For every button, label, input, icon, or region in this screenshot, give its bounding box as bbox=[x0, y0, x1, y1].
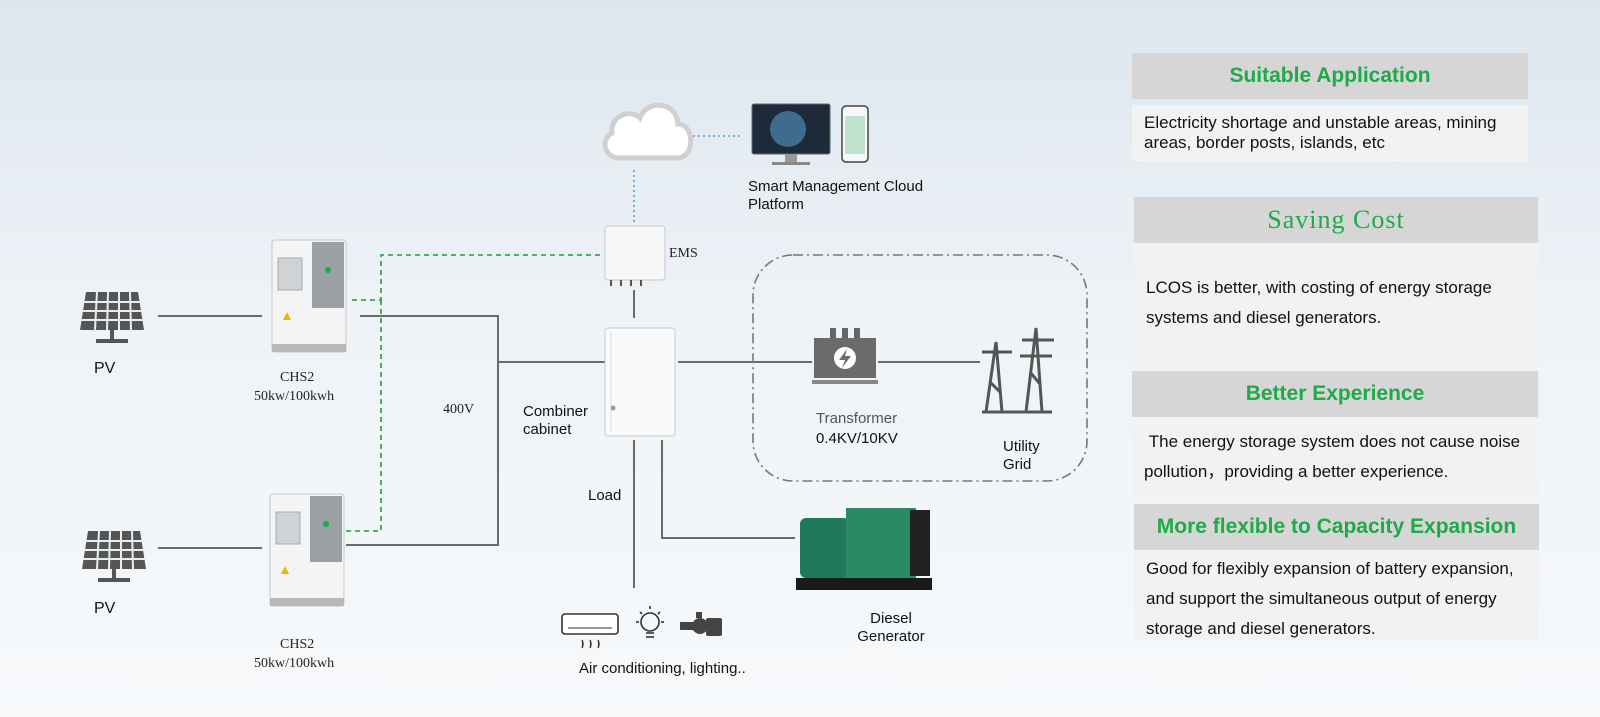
comm-line-green-2 bbox=[346, 300, 382, 532]
chs2-bottom-name: CHS2 bbox=[280, 637, 315, 652]
chs2-bottom-spec: 50kw/100kwh bbox=[254, 656, 335, 671]
combiner-cabinet-label: Combiner cabinet bbox=[523, 403, 589, 438]
cloud-icon bbox=[602, 102, 694, 161]
pv-panel-top-icon bbox=[80, 291, 144, 343]
transformer-icon bbox=[812, 328, 878, 384]
air-conditioner-icon bbox=[561, 613, 619, 649]
panel-flexible-title: More flexible to Capacity Expansion bbox=[1134, 504, 1539, 550]
power-lines bbox=[158, 290, 980, 588]
ems-device-icon bbox=[604, 225, 666, 286]
diesel-generator-label: Diesel Generator bbox=[857, 610, 925, 645]
panel-experience-title: Better Experience bbox=[1132, 371, 1538, 417]
panel-saving-body: LCOS is better, with costing of energy s… bbox=[1134, 243, 1538, 363]
panel-flexible-body: Good for flexibly expansion of battery e… bbox=[1134, 550, 1539, 640]
panel-suitable-title: Suitable Application bbox=[1132, 53, 1528, 99]
load-devices-label: Air conditioning, lighting.. bbox=[579, 660, 746, 677]
phone-icon bbox=[841, 105, 869, 163]
diesel-generator-icon bbox=[796, 508, 932, 590]
chs2-top-spec: 50kw/100kwh bbox=[254, 389, 335, 404]
utility-grid-tower-icon bbox=[982, 327, 1054, 414]
panel-saving-cost: Saving Cost LCOS is better, with costing… bbox=[1134, 197, 1538, 363]
panel-suitable-body: Electricity shortage and unstable areas,… bbox=[1132, 105, 1528, 161]
monitor-icon bbox=[751, 103, 831, 165]
chs2-cabinet-bottom-icon bbox=[269, 493, 345, 607]
panel-better-experience: Better Experience The energy storage sys… bbox=[1132, 371, 1538, 497]
transformer-spec-label: 0.4KV/10KV bbox=[816, 430, 898, 447]
comm-line-green bbox=[352, 254, 603, 301]
panel-flexible-expansion: More flexible to Capacity Expansion Good… bbox=[1134, 504, 1539, 640]
light-bulb-icon bbox=[636, 606, 664, 638]
transformer-label: Transformer bbox=[816, 410, 898, 427]
panel-experience-body: The energy storage system does not cause… bbox=[1132, 417, 1538, 497]
voltage-label: 400V bbox=[443, 402, 475, 417]
pv-panel-bottom-icon bbox=[82, 530, 146, 582]
cloud-platform-label: Smart Management Cloud Platform bbox=[748, 178, 924, 213]
pv-bottom-label: PV bbox=[94, 600, 116, 617]
panel-suitable-application: Suitable Application Electricity shortag… bbox=[1132, 53, 1528, 161]
grid-area-border bbox=[752, 254, 1088, 482]
utility-grid-label: Utility Grid bbox=[1003, 438, 1040, 473]
pv-top-label: PV bbox=[94, 360, 116, 377]
chs2-cabinet-top-icon bbox=[271, 239, 347, 353]
system-diagram bbox=[80, 102, 1088, 649]
load-label: Load bbox=[588, 487, 622, 504]
ems-label: EMS bbox=[669, 246, 698, 261]
panel-saving-title: Saving Cost bbox=[1134, 197, 1538, 243]
water-pump-icon bbox=[680, 612, 722, 636]
chs2-top-name: CHS2 bbox=[280, 370, 315, 385]
combiner-cabinet-icon bbox=[604, 327, 676, 437]
